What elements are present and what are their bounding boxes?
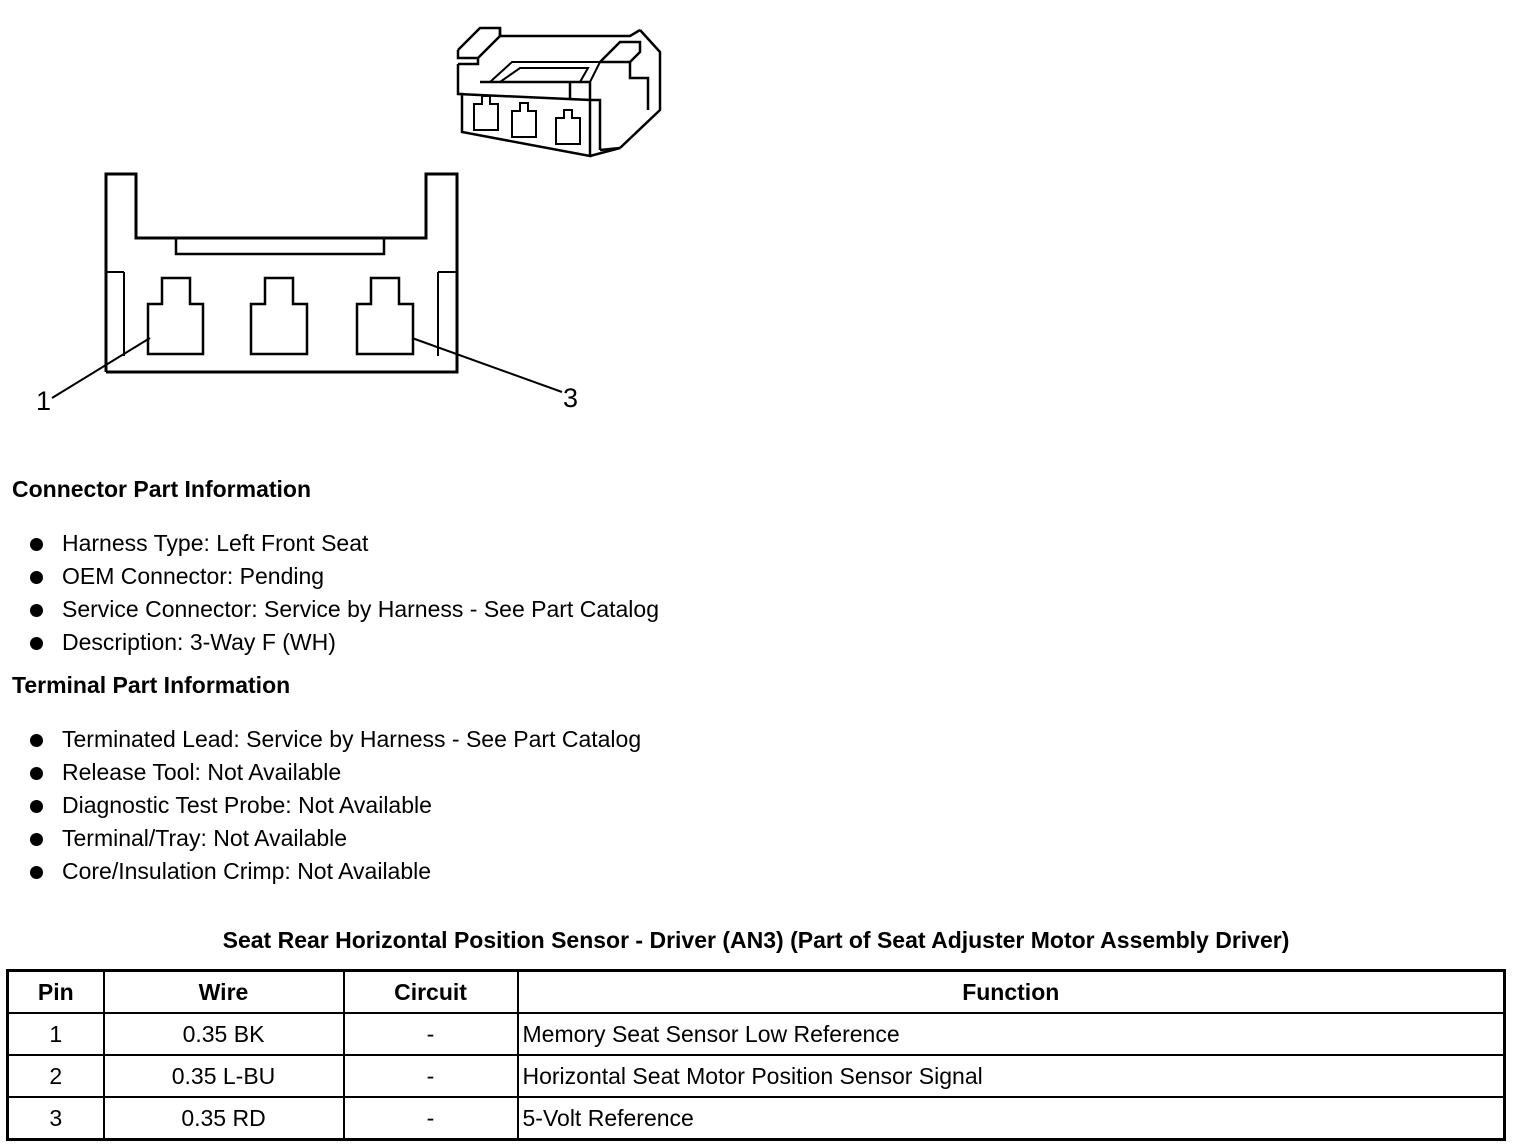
table-row: 1 0.35 BK - Memory Seat Sensor Low Refer… <box>6 1012 1506 1056</box>
list-item: Harness Type: Left Front Seat <box>28 527 659 560</box>
bullet-icon <box>30 833 43 846</box>
table-row: 3 0.35 RD - 5-Volt Reference <box>6 1096 1506 1141</box>
column-header-function: Function <box>516 969 1506 1014</box>
table-row: 2 0.35 L-BU - Horizontal Seat Motor Posi… <box>6 1054 1506 1098</box>
bullet-icon <box>30 734 43 747</box>
wire-cell: 0.35 L-BU <box>102 1054 345 1098</box>
connector-diagram: 1 3 <box>36 26 662 416</box>
pin-cell: 1 <box>6 1012 105 1056</box>
bullet-icon <box>30 604 43 617</box>
pin-3-label: 3 <box>563 383 578 413</box>
circuit-cell: - <box>342 1054 519 1098</box>
pin-cell: 3 <box>6 1096 105 1141</box>
pin-cell: 2 <box>6 1054 105 1098</box>
function-cell: 5-Volt Reference <box>516 1096 1506 1141</box>
wire-cell: 0.35 RD <box>102 1096 345 1141</box>
cavity-pin-1 <box>146 276 205 356</box>
pin-1-label: 1 <box>36 386 51 416</box>
terminal-info-heading: Terminal Part Information <box>12 672 291 698</box>
column-header-pin: Pin <box>6 969 105 1014</box>
connector-info-list: Harness Type: Left Front Seat OEM Connec… <box>28 527 659 659</box>
connector-face-view <box>51 172 563 399</box>
circuit-cell: - <box>342 1096 519 1141</box>
function-cell: Memory Seat Sensor Low Reference <box>516 1012 1506 1056</box>
bullet-icon <box>30 800 43 813</box>
list-item: OEM Connector: Pending <box>28 560 659 593</box>
column-header-circuit: Circuit <box>342 969 519 1014</box>
pin-3-leader-line <box>411 337 563 393</box>
bullet-icon <box>30 767 43 780</box>
table-title: Seat Rear Horizontal Position Sensor - D… <box>222 927 1290 953</box>
list-item: Diagnostic Test Probe: Not Available <box>28 789 641 822</box>
bullet-icon <box>30 637 43 650</box>
list-item: Release Tool: Not Available <box>28 756 641 789</box>
pin-1-leader-line <box>51 337 151 399</box>
column-header-wire: Wire <box>102 969 345 1014</box>
list-item: Description: 3-Way F (WH) <box>28 626 659 659</box>
list-item: Core/Insulation Crimp: Not Available <box>28 855 641 888</box>
list-item: Terminal/Tray: Not Available <box>28 822 641 855</box>
pinout-table: Pin Wire Circuit Function 1 0.35 BK - Me… <box>6 969 1506 1141</box>
bullet-icon <box>30 538 43 551</box>
function-cell: Horizontal Seat Motor Position Sensor Si… <box>516 1054 1506 1098</box>
circuit-cell: - <box>342 1012 519 1056</box>
connector-isometric-view <box>456 26 662 158</box>
bullet-icon <box>30 571 43 584</box>
list-item: Terminated Lead: Service by Harness - Se… <box>28 723 641 756</box>
wire-cell: 0.35 BK <box>102 1012 345 1056</box>
connector-info-heading: Connector Part Information <box>12 476 312 502</box>
bullet-icon <box>30 866 43 879</box>
table-header-row: Pin Wire Circuit Function <box>6 969 1506 1014</box>
cavity-pin-2 <box>249 276 309 356</box>
terminal-info-list: Terminated Lead: Service by Harness - Se… <box>28 723 641 888</box>
list-item: Service Connector: Service by Harness - … <box>28 593 659 626</box>
cavity-pin-3 <box>355 276 415 356</box>
